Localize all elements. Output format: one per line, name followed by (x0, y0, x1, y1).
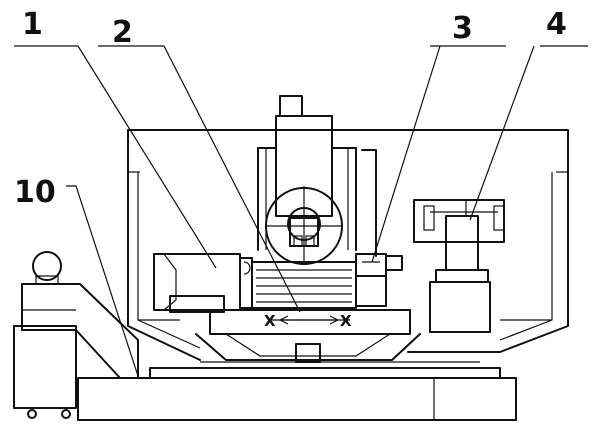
callout-1: 1 (22, 7, 43, 42)
left-head (153, 253, 253, 313)
machine-base (77, 361, 517, 421)
leader-lines (14, 45, 588, 377)
callout-2: 2 (112, 15, 133, 50)
callout-3: 3 (452, 11, 473, 46)
x-axis-mark-right: X (340, 312, 352, 330)
x-axis-arrow (279, 315, 339, 325)
machine-enclosure (127, 129, 569, 361)
control-cabinet (13, 251, 139, 419)
unit-4-magazine (413, 199, 505, 333)
callout-4: 4 (546, 7, 567, 42)
x-axis-mark-left: X (264, 312, 276, 330)
spindle-column (257, 95, 377, 265)
callout-10: 10 (14, 175, 56, 210)
unit-3 (355, 253, 403, 307)
